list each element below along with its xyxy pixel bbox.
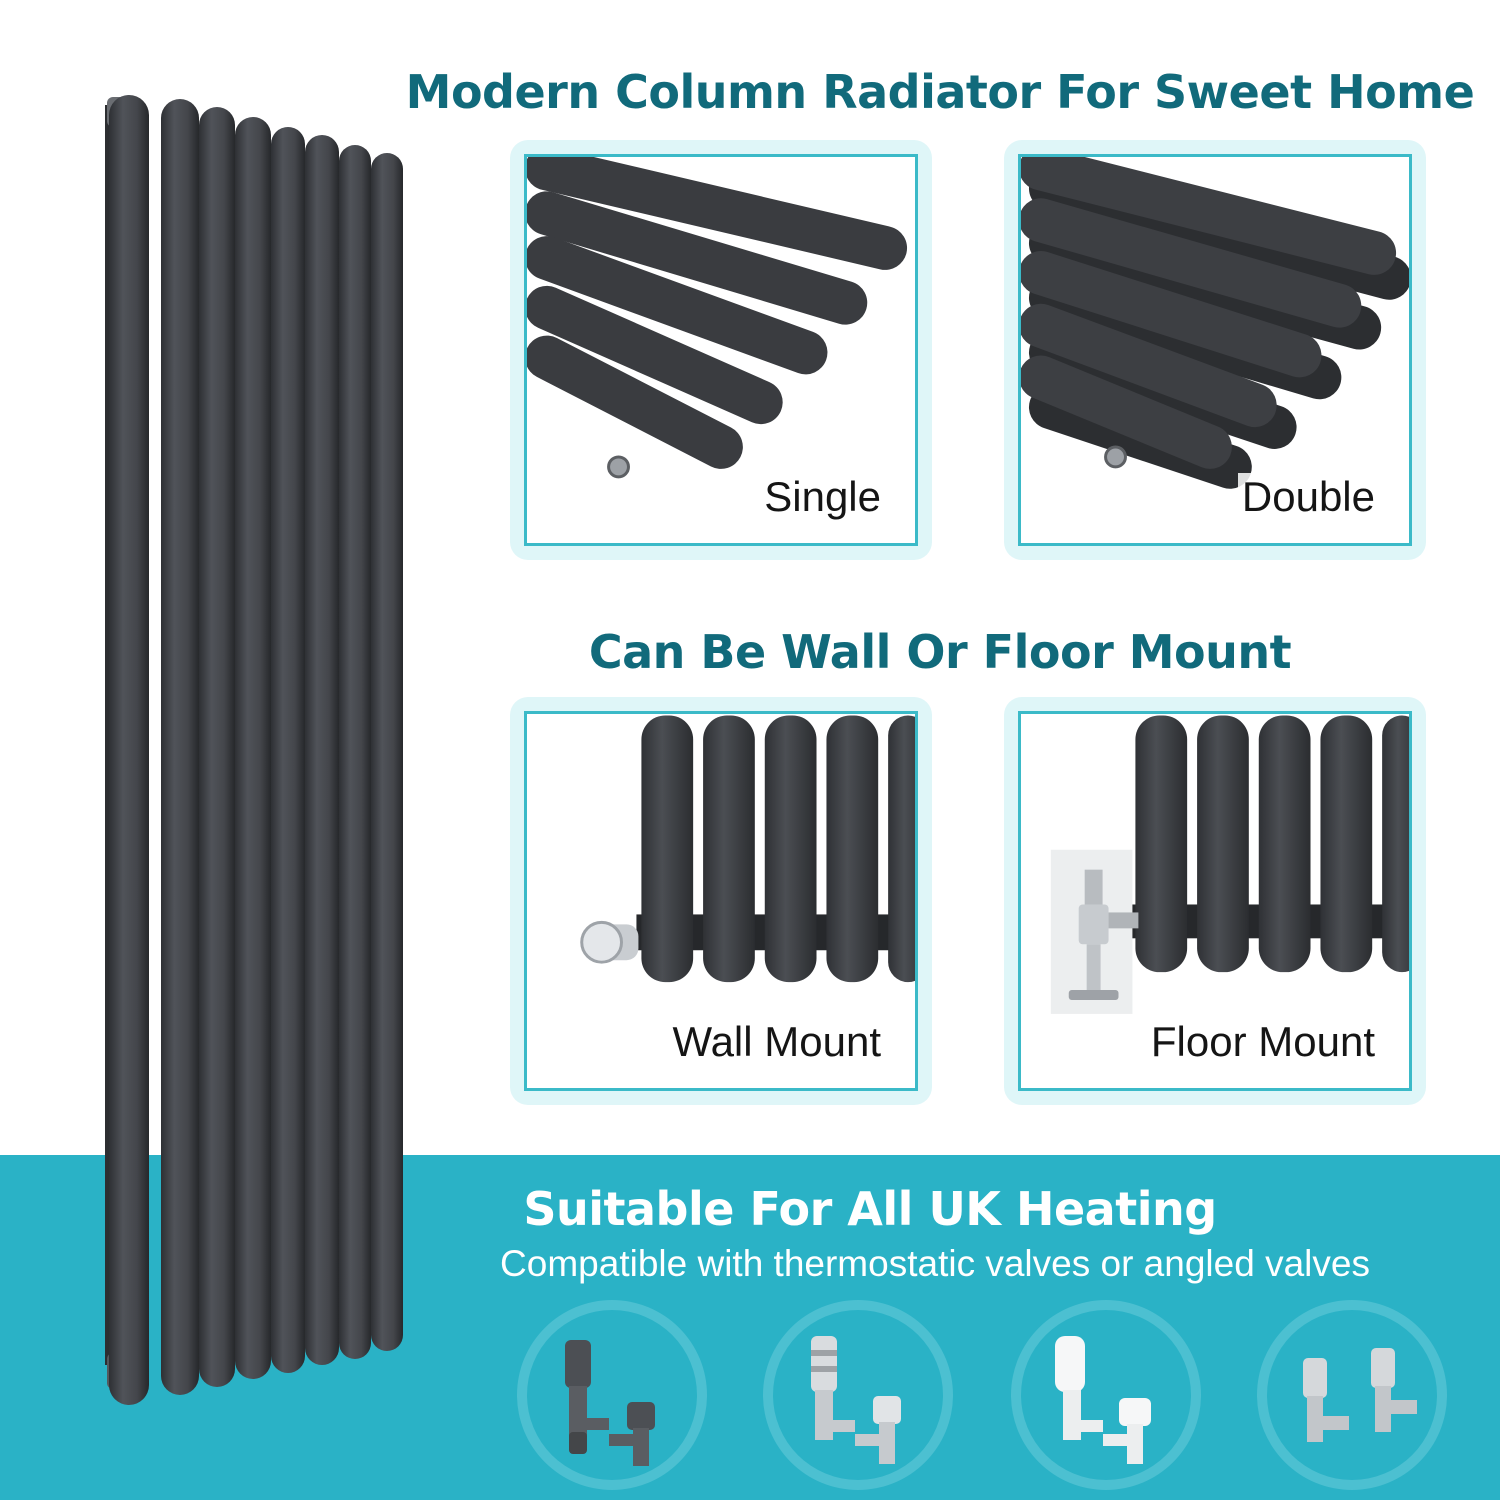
floor-mount-image — [1050, 715, 1409, 1014]
single-panel-image — [527, 157, 908, 479]
chrome-angled-valve-icon — [1257, 1300, 1447, 1490]
compatibility-subtitle: Compatible with thermostatic valves or a… — [500, 1243, 1370, 1284]
white-thermostatic-valve-icon — [1011, 1300, 1201, 1490]
double-panel-card: Double — [1004, 140, 1426, 560]
double-panel-image — [1021, 157, 1409, 489]
single-label: Single — [760, 473, 885, 521]
mount-heading: Can Be Wall Or Floor Mount — [588, 625, 1292, 679]
double-label: Double — [1237, 473, 1379, 521]
single-panel-card: Single — [510, 140, 932, 560]
wall-mount-label: Wall Mount — [668, 1018, 885, 1066]
anthracite-valve-icon — [517, 1300, 707, 1490]
wall-mount-image — [580, 715, 915, 983]
floor-mount-card: Floor Mount — [1004, 697, 1426, 1105]
floor-mount-label: Floor Mount — [1146, 1018, 1379, 1066]
compatibility-title: Suitable For All UK Heating — [523, 1182, 1217, 1236]
radiator-image — [105, 95, 403, 1405]
headline: Modern Column Radiator For Sweet Home — [405, 65, 1475, 119]
chrome-thermostatic-valve-icon — [763, 1300, 953, 1490]
wall-mount-card: Wall Mount — [510, 697, 932, 1105]
